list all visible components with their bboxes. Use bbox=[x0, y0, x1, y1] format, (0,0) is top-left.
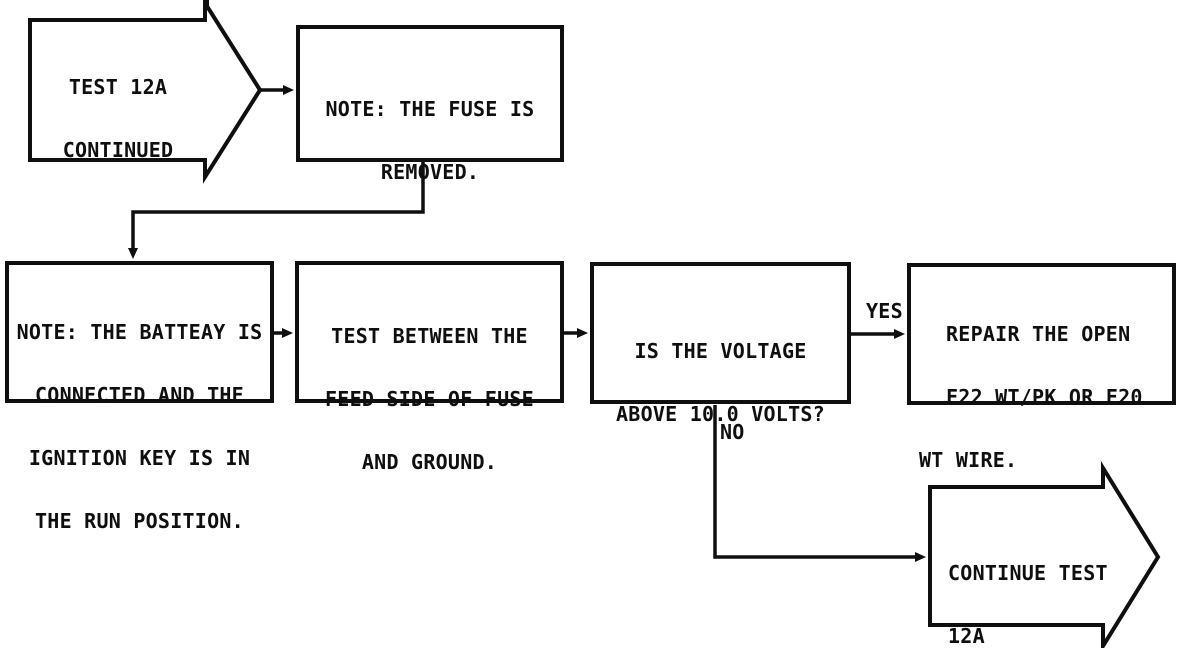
voltage-question-box bbox=[590, 262, 851, 404]
note-battery-box bbox=[5, 261, 274, 403]
entry-arrow-label: TEST 12A CONTINUED bbox=[30, 35, 206, 203]
entry-arrow-line1: TEST 12A bbox=[68, 75, 168, 99]
yes-branch-label: YES bbox=[866, 299, 903, 323]
note-battery-line2: CONNECTED AND THE bbox=[35, 383, 244, 407]
continue-block-arrow-shape bbox=[928, 460, 1161, 648]
note-battery-line4: THE RUN POSITION. bbox=[35, 509, 244, 533]
note-battery-label: NOTE: THE BATTEAY IS CONNECTED AND THE I… bbox=[5, 280, 274, 574]
note-fuse-line2: REMOVED. bbox=[380, 160, 480, 184]
continue-arrow-line2: 12A bbox=[948, 624, 985, 648]
no-branch-label: NO bbox=[720, 420, 745, 444]
note-fuse-label: NOTE: THE FUSE IS REMOVED. bbox=[296, 57, 564, 225]
note-battery-line1: NOTE: THE BATTEAY IS bbox=[16, 320, 263, 344]
repair-wire-box bbox=[907, 263, 1176, 405]
continue-arrow-label: CONTINUE TEST 12A bbox=[948, 521, 1148, 648]
note-fuse-box bbox=[296, 25, 564, 162]
test-feed-line2: FEED SIDE OF FUSE bbox=[325, 387, 534, 411]
repair-line2: F22 WT/PK OR F20 bbox=[946, 385, 1143, 409]
note-battery-line3: IGNITION KEY IS IN bbox=[28, 446, 251, 470]
arrowhead-into-testfeed bbox=[282, 328, 293, 338]
repair-wire-label: REPAIR THE OPEN F22 WT/PK OR F20 WT WIRE… bbox=[907, 282, 1176, 513]
note-fuse-line1: NOTE: THE FUSE IS bbox=[325, 97, 535, 121]
voltage-question-line2: ABOVE 10.0 VOLTS? bbox=[616, 402, 825, 426]
entry-block-arrow-shape bbox=[28, 0, 263, 184]
repair-line1: REPAIR THE OPEN bbox=[946, 322, 1131, 346]
arrowhead-into-voltage bbox=[577, 328, 588, 338]
test-feed-line1: TEST BETWEEN THE bbox=[331, 324, 528, 348]
test-feed-box bbox=[295, 261, 564, 403]
arrowhead-into-repair bbox=[894, 329, 905, 339]
entry-arrow-line2: CONTINUED bbox=[62, 138, 174, 162]
continue-arrow-line1: CONTINUE TEST bbox=[948, 561, 1108, 585]
voltage-question-line1: IS THE VOLTAGE bbox=[634, 339, 807, 363]
arrowhead-into-notefuse bbox=[283, 85, 294, 95]
voltage-question-label: IS THE VOLTAGE ABOVE 10.0 VOLTS? bbox=[590, 299, 851, 467]
arrowhead-into-battery bbox=[128, 248, 138, 259]
connector-no-branch bbox=[713, 405, 918, 559]
arrowhead-into-continue bbox=[915, 552, 926, 562]
repair-line3: WT WIRE. bbox=[919, 448, 1018, 472]
test-feed-label: TEST BETWEEN THE FEED SIDE OF FUSE AND G… bbox=[295, 284, 564, 515]
test-feed-line3: AND GROUND. bbox=[361, 450, 498, 474]
connector-notefuse-to-battery bbox=[131, 161, 425, 252]
